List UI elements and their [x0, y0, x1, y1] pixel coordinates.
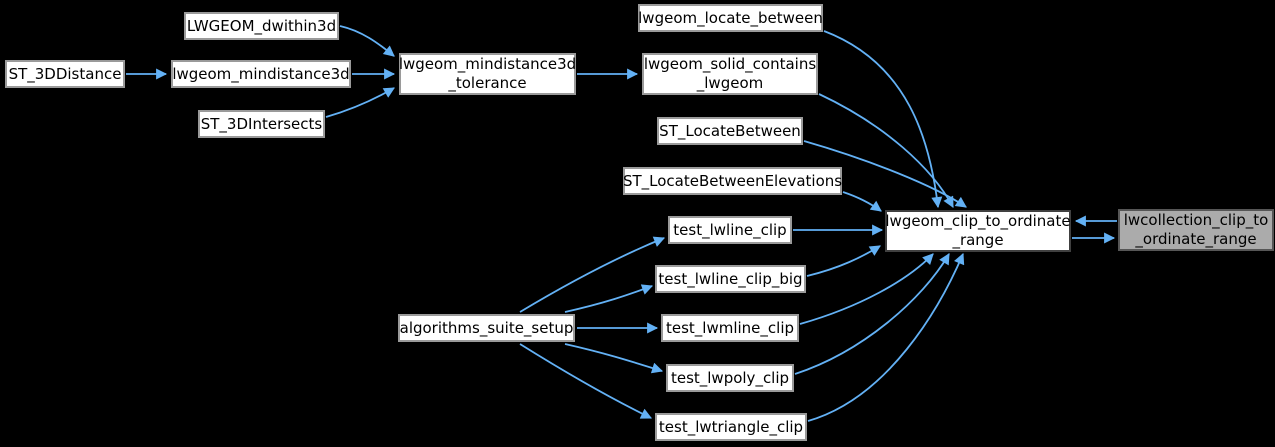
node-st-3dintersects[interactable]: ST_3DIntersects	[198, 110, 325, 138]
node-lwgeom-solid-contains-lwgeom[interactable]: lwgeom_solid_contains _lwgeom	[642, 53, 818, 95]
edge-suite-lwlineclip	[519, 236, 666, 313]
edge-lwmlineclip-clip	[799, 253, 934, 325]
node-lwgeom-dwithin3d[interactable]: LWGEOM_dwithin3d	[184, 12, 339, 40]
edge-lwpolyclip-clip	[794, 253, 950, 375]
edge-locatebetween-clip	[823, 30, 943, 209]
node-test-lwline-clip[interactable]: test_lwline_clip	[668, 216, 792, 244]
edge-lwtriangleclip-clip	[807, 252, 965, 422]
node-lwgeom-locate-between[interactable]: lwgeom_locate_between	[638, 4, 823, 32]
edge-suite-lwpolyclip	[564, 343, 664, 374]
edge-stlocatebetween-clip	[803, 140, 967, 208]
node-lwgeom-clip-to-ordinate-range[interactable]: lwgeom_clip_to_ordinate _range	[885, 210, 1071, 252]
node-test-lwpoly-clip[interactable]: test_lwpoly_clip	[666, 364, 794, 392]
edge-suite-lwtriangleclip	[519, 343, 652, 419]
edge-stlocatebetweenelev-clip	[842, 191, 882, 212]
node-st-3ddistance[interactable]: ST_3DDistance	[5, 60, 125, 88]
node-test-lwline-clip-big[interactable]: test_lwline_clip_big	[655, 265, 806, 293]
node-st-locatebetweenelevations[interactable]: ST_LocateBetweenElevations	[623, 167, 842, 195]
node-st-locatebetween[interactable]: ST_LocateBetween	[657, 117, 803, 145]
node-test-lwmline-clip[interactable]: test_lwmline_clip	[661, 314, 799, 342]
edge-dwithin3d-tolerance	[339, 25, 395, 57]
node-lwgeom-mindistance3d-tolerance[interactable]: lwgeom_mindistance3d _tolerance	[399, 53, 576, 95]
node-test-lwtriangle-clip[interactable]: test_lwtriangle_clip	[655, 413, 807, 441]
node-lwcollection-clip-to-ordinate-range: lwcollection_clip_to _ordinate_range	[1118, 209, 1274, 251]
node-lwgeom-mindistance3d[interactable]: lwgeom_mindistance3d	[171, 60, 351, 88]
node-algorithms-suite-setup[interactable]: algorithms_suite_setup	[398, 314, 575, 342]
edge-lwlineclipbig-clip	[806, 245, 881, 277]
edge-solidcontains-clip	[818, 93, 954, 208]
edge-suite-lwlineclipbig	[564, 284, 654, 313]
edge-st3dintersects-tolerance	[325, 87, 395, 118]
